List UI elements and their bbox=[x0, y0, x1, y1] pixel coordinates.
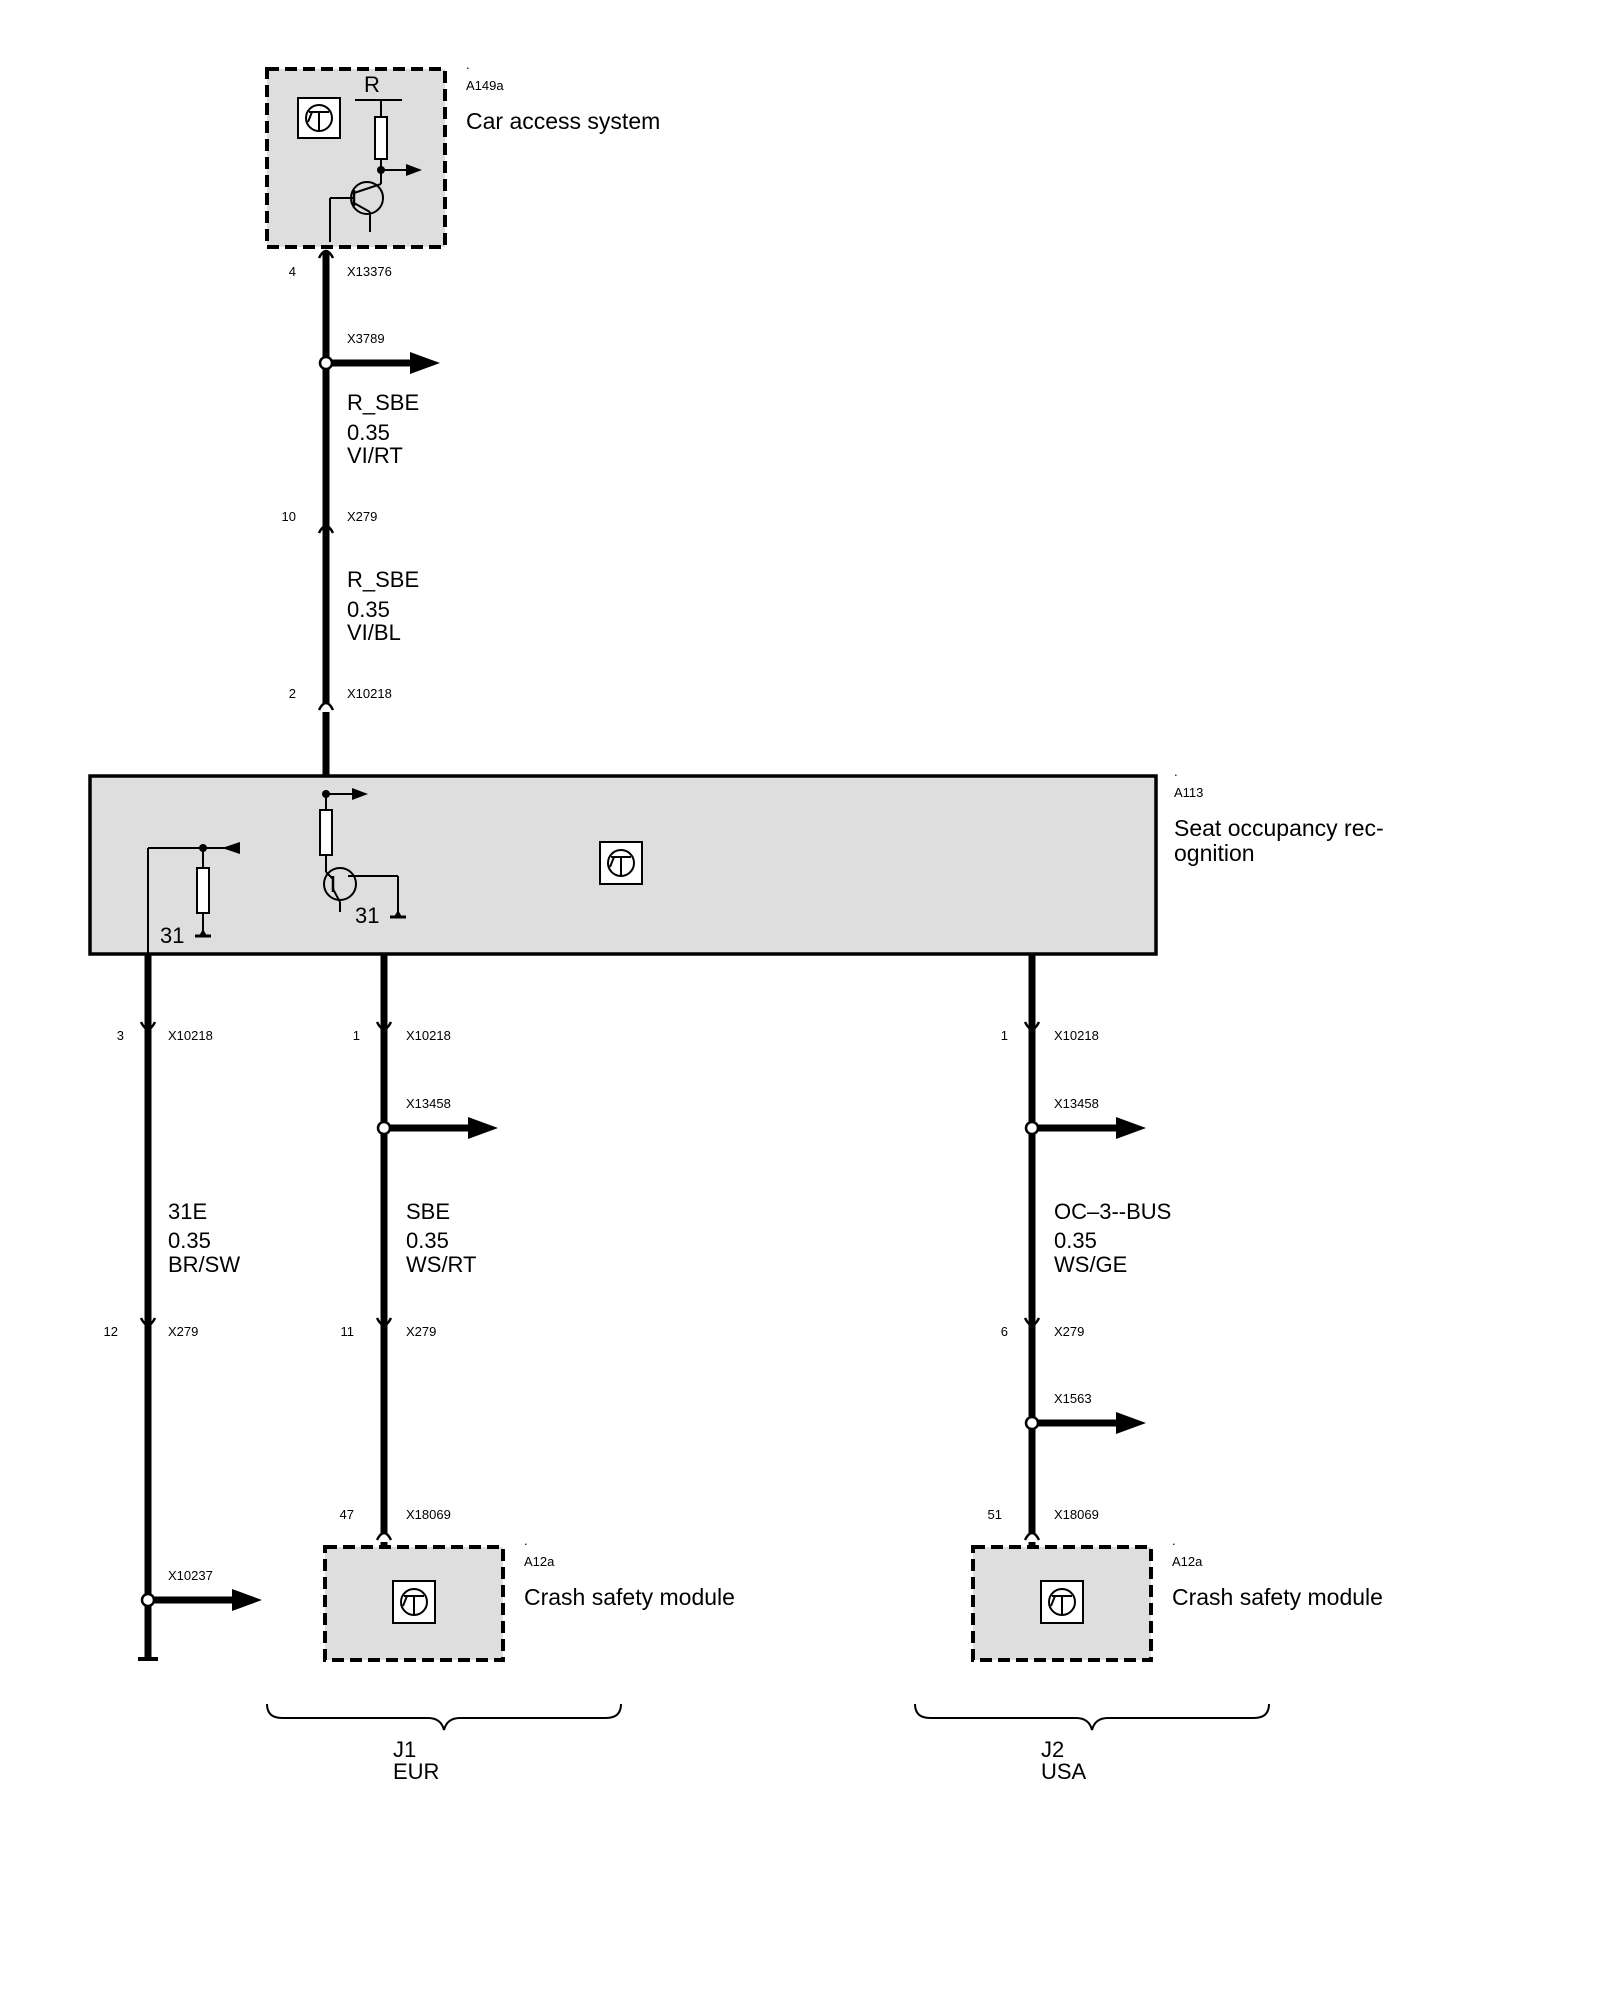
wire-left: 3 X10218 31E 0.35 BR/SW 12 X279 X10237 bbox=[104, 954, 262, 1661]
wire-middle: 1 X10218 X13458 SBE 0.35 WS/RT 11 X279 4… bbox=[340, 954, 498, 1547]
ground-icon bbox=[138, 1651, 158, 1661]
wire-color: BR/SW bbox=[168, 1252, 240, 1277]
csm2-dot: . bbox=[1172, 1533, 1176, 1548]
branch-connector: X13458 bbox=[1054, 1096, 1099, 1111]
ground-icon bbox=[390, 910, 406, 919]
seat-occupancy-module: 31 31 . A113 Seat occupancy rec- ognitio… bbox=[88, 764, 1384, 976]
resistor-icon bbox=[319, 809, 333, 856]
csm1-dot: . bbox=[524, 1533, 528, 1548]
control-unit-icon bbox=[1040, 1580, 1084, 1624]
resistor-icon bbox=[196, 867, 210, 914]
connector-pin: 3 bbox=[117, 1028, 124, 1043]
branch-arrow-icon bbox=[468, 1117, 498, 1139]
transistor-icon bbox=[329, 181, 384, 242]
variant-code: J1 bbox=[393, 1737, 416, 1762]
branch-connector: X1563 bbox=[1054, 1391, 1092, 1406]
variant-code: J2 bbox=[1041, 1737, 1064, 1762]
signal-arrow-icon bbox=[352, 788, 368, 800]
control-unit-icon bbox=[297, 97, 341, 139]
connector-id: X18069 bbox=[406, 1507, 451, 1522]
wire-color: VI/RT bbox=[347, 443, 403, 468]
crash-safety-module-usa: . A12a Crash safety module bbox=[971, 1533, 1383, 1662]
connector-id: X18069 bbox=[1054, 1507, 1099, 1522]
wire-size: 0.35 bbox=[168, 1228, 211, 1253]
csm1-name: Crash safety module bbox=[524, 1584, 735, 1610]
connector-id: X10218 bbox=[1054, 1028, 1099, 1043]
ground-label: 31 bbox=[160, 923, 184, 948]
connector-pin: 51 bbox=[988, 1507, 1002, 1522]
connector-pin: 10 bbox=[282, 509, 296, 524]
csm2-name: Crash safety module bbox=[1172, 1584, 1383, 1610]
variant-j1-brace: J1 EUR bbox=[266, 1703, 622, 1784]
branch-connector: X3789 bbox=[347, 331, 385, 346]
connector-pin: 11 bbox=[341, 1324, 355, 1339]
variant-region: EUR bbox=[393, 1759, 439, 1784]
sor-name-line1: Seat occupancy rec- bbox=[1174, 815, 1384, 841]
connector-pin: 1 bbox=[1001, 1028, 1008, 1043]
transistor-icon bbox=[323, 867, 399, 915]
car-access-system-module: R . A149a Car access system bbox=[265, 57, 660, 249]
connector-id: X279 bbox=[1054, 1324, 1084, 1339]
sor-id: A113 bbox=[1174, 785, 1203, 800]
connector-id: X279 bbox=[347, 509, 377, 524]
cas-id: A149a bbox=[466, 78, 504, 93]
signal-arrow-icon bbox=[406, 164, 422, 176]
wire-size: 0.35 bbox=[1054, 1228, 1097, 1253]
connector-pin: 4 bbox=[289, 264, 296, 279]
branch-connector: X10237 bbox=[168, 1568, 213, 1583]
wire-color: WS/RT bbox=[406, 1252, 476, 1277]
branch-arrow-icon bbox=[1116, 1117, 1146, 1139]
connector-pin: 6 bbox=[1001, 1324, 1008, 1339]
wire-signal: SBE bbox=[406, 1199, 450, 1224]
wire-size: 0.35 bbox=[347, 420, 390, 445]
connector-id: X13376 bbox=[347, 264, 392, 279]
sor-dot: . bbox=[1174, 764, 1178, 779]
branch-arrow-icon bbox=[232, 1589, 262, 1611]
ground-label: 31 bbox=[355, 903, 379, 928]
branch-connector: X13458 bbox=[406, 1096, 451, 1111]
control-unit-icon bbox=[392, 1580, 436, 1624]
connector-pin: 2 bbox=[289, 686, 296, 701]
connector-id: X10218 bbox=[406, 1028, 451, 1043]
wire-signal: 31E bbox=[168, 1199, 207, 1224]
wire-signal: R_SBE bbox=[347, 390, 419, 415]
connector-pin: 12 bbox=[104, 1324, 118, 1339]
control-unit-icon bbox=[599, 841, 643, 885]
crash-safety-module-eur: . A12a Crash safety module bbox=[323, 1533, 735, 1662]
wire-signal: OC–3--BUS bbox=[1054, 1199, 1171, 1224]
connector-id: X10218 bbox=[347, 686, 392, 701]
connector-id: X279 bbox=[168, 1324, 198, 1339]
wire-size: 0.35 bbox=[406, 1228, 449, 1253]
variant-region: USA bbox=[1041, 1759, 1087, 1784]
wire-color: WS/GE bbox=[1054, 1252, 1127, 1277]
connector-id: X10218 bbox=[168, 1028, 213, 1043]
wire-color: VI/BL bbox=[347, 620, 401, 645]
ground-icon bbox=[195, 929, 211, 938]
signal-arrow-icon bbox=[222, 842, 240, 854]
wire-right: 1 X10218 X13458 OC–3--BUS 0.35 WS/GE 6 X… bbox=[988, 954, 1171, 1547]
csm1-id: A12a bbox=[524, 1554, 555, 1569]
cas-dot: . bbox=[466, 57, 470, 72]
connector-pin: 1 bbox=[353, 1028, 360, 1043]
wire-top: 4 X13376 X3789 R_SBE 0.35 VI/RT 10 X279 … bbox=[282, 249, 440, 776]
branch-arrow-icon bbox=[1116, 1412, 1146, 1434]
wire-size: 0.35 bbox=[347, 597, 390, 622]
wire-signal: R_SBE bbox=[347, 567, 419, 592]
resistor-icon bbox=[374, 116, 388, 160]
connector-pin: 47 bbox=[340, 1507, 354, 1522]
variant-j2-brace: J2 USA bbox=[914, 1703, 1270, 1784]
cas-name: Car access system bbox=[466, 108, 660, 134]
branch-arrow-icon bbox=[410, 352, 440, 374]
csm2-id: A12a bbox=[1172, 1554, 1203, 1569]
cas-pin-label: R bbox=[364, 72, 380, 97]
connector-id: X279 bbox=[406, 1324, 436, 1339]
sor-name-line2: ognition bbox=[1174, 840, 1255, 866]
